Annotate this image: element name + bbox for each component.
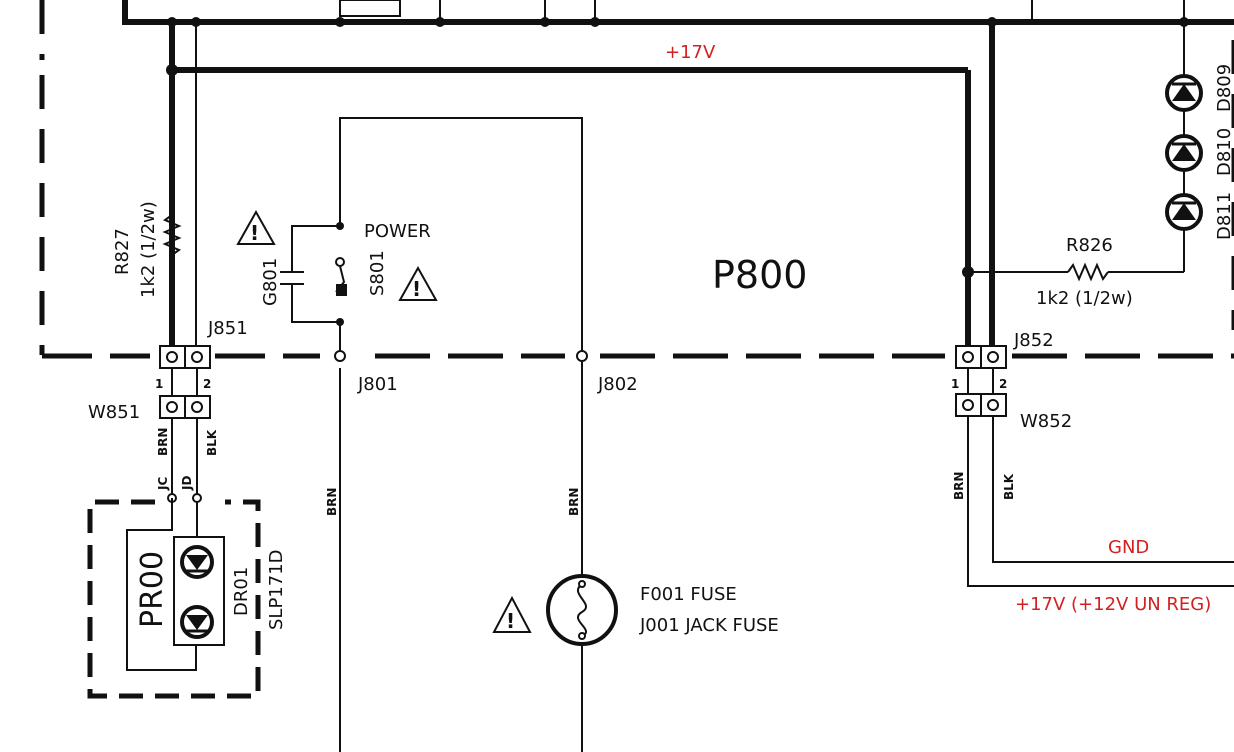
fuse-f001: F001 FUSE J001 JACK FUSE: [546, 574, 779, 646]
board-outline: [39, 0, 1234, 359]
j802-label: J802: [597, 374, 638, 395]
resistor-r826: R826 1k2 (1/2w): [962, 235, 1184, 309]
w851-brn: BRN: [156, 428, 170, 456]
d811-label: D811: [1214, 192, 1234, 240]
w852-brn: BRN: [952, 472, 966, 500]
gnd-label: GND: [1108, 537, 1149, 558]
jc-label: JC: [156, 477, 170, 491]
connector-j852: J852 1 2: [951, 330, 1054, 391]
j802-brn: BRN: [567, 488, 581, 516]
led-icon: [180, 605, 214, 639]
top-bus: [122, 0, 1234, 27]
pr00-subboard: PR00 DR01 SLP171D: [87, 498, 287, 699]
slp-label: SLP171D: [266, 549, 287, 630]
j001-label: J001 JACK FUSE: [639, 615, 779, 636]
r826-ref: R826: [1066, 235, 1113, 256]
w851-label: W851: [88, 402, 140, 423]
jd-label: JD: [180, 476, 194, 491]
led-icon: [1165, 193, 1203, 231]
rail-17v-label: +17V: [665, 42, 716, 63]
board-label: P800: [712, 253, 807, 297]
resistor-icon: [1067, 262, 1109, 282]
capacitor-icon: [280, 271, 304, 285]
warning-icon: !: [398, 265, 438, 301]
warning-icon: !: [236, 209, 276, 245]
g801-label: G801: [260, 258, 281, 306]
resistor-r827: R827 1k2 (1/2w): [112, 201, 182, 298]
r827-ref: R827: [112, 228, 133, 275]
power-label: POWER: [364, 221, 431, 242]
j852-pin1: 1: [951, 377, 959, 391]
r826-value: 1k2 (1/2w): [1036, 288, 1133, 309]
j851-pin2: 2: [203, 377, 211, 391]
w852-label: W852: [1020, 411, 1072, 432]
d809-label: D809: [1214, 64, 1234, 112]
r827-value: 1k2 (1/2w): [138, 201, 159, 298]
f001-label: F001 FUSE: [640, 584, 737, 605]
w852-blk: BLK: [1002, 473, 1016, 500]
led-d810: D810: [1165, 128, 1234, 176]
resistor-icon: [162, 214, 182, 256]
j801-label: J801: [357, 374, 398, 395]
j851-label: J851: [207, 318, 248, 339]
led-d809: D809: [1165, 64, 1234, 112]
led-icon: [1165, 74, 1203, 112]
v17-unreg-label: +17V (+12V UN REG): [1015, 594, 1211, 615]
svg-text:!: !: [506, 609, 515, 633]
svg-text:!: !: [250, 221, 259, 245]
j852-pin2: 2: [999, 377, 1007, 391]
connector-w851: W851: [88, 395, 211, 423]
fuse-icon: [546, 574, 618, 646]
d810-label: D810: [1214, 128, 1234, 176]
s801-label: S801: [367, 250, 388, 296]
power-switch-area: G801 POWER S801: [260, 117, 583, 752]
dr01-label: DR01: [231, 567, 252, 616]
led-icon: [1165, 134, 1203, 172]
warning-icon: !: [492, 595, 532, 633]
j852-label: J852: [1013, 330, 1054, 351]
pr00-label: PR00: [135, 551, 170, 628]
led-d811: D811: [1165, 192, 1234, 240]
j801-brn: BRN: [325, 488, 339, 516]
connector-j851: J851 1 2: [155, 318, 248, 391]
connector-w852: W852: [955, 393, 1072, 432]
w851-blk: BLK: [205, 429, 219, 456]
led-icon: [180, 545, 214, 579]
svg-text:!: !: [412, 277, 421, 301]
j851-pin1: 1: [155, 377, 163, 391]
